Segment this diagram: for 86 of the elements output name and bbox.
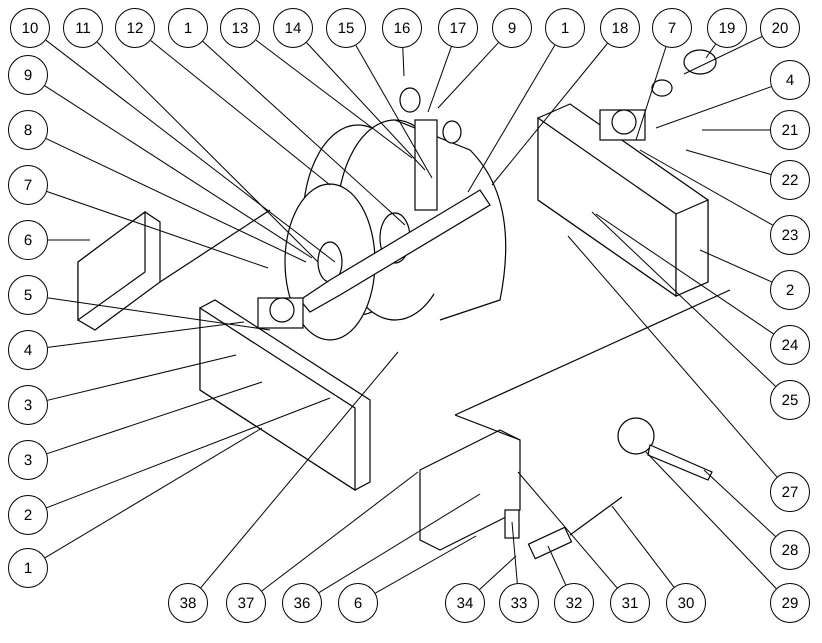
callout-number: 1 (545, 8, 585, 48)
callout-number: 16 (382, 8, 422, 48)
leader-line (468, 44, 556, 192)
callout-number: 24 (770, 325, 810, 365)
leader-line (46, 354, 236, 401)
callout-number: 11 (63, 8, 103, 48)
leader-line (706, 44, 716, 58)
callout-number: 1 (168, 8, 208, 48)
leader-line (96, 42, 318, 262)
callout-number: 30 (666, 583, 706, 623)
leader-line (656, 86, 772, 128)
leader-line (46, 398, 330, 508)
leader-line (402, 48, 404, 76)
callout-number: 22 (770, 160, 810, 200)
leader-line (261, 472, 418, 592)
callout-number: 6 (8, 220, 48, 260)
leader-line (318, 494, 480, 594)
leader-line (45, 40, 336, 262)
leader-line (355, 44, 432, 178)
leader-line (200, 352, 398, 588)
callout-number: 8 (8, 110, 48, 150)
leader-line (47, 322, 244, 348)
leader-line (512, 522, 518, 584)
callout-number: 1 (8, 548, 48, 588)
callout-number: 2 (770, 270, 810, 310)
leader-line (46, 138, 306, 262)
callout-number: 19 (707, 8, 747, 48)
callout-number: 3 (8, 440, 48, 480)
callout-number: 10 (10, 8, 50, 48)
leader-line (306, 42, 426, 170)
callout-number: 12 (115, 8, 155, 48)
callout-number: 37 (226, 583, 266, 623)
callout-number: 29 (770, 583, 810, 623)
leader-line (428, 46, 452, 112)
callout-number: 28 (770, 530, 810, 570)
leader-line (479, 556, 516, 590)
leader-line (640, 150, 774, 226)
callout-number: 23 (770, 215, 810, 255)
callout-number: 3 (8, 385, 48, 425)
leader-line (700, 250, 772, 282)
callout-number: 13 (220, 8, 260, 48)
leader-line (46, 191, 268, 268)
leader-line (202, 40, 406, 226)
callout-number: 21 (770, 110, 810, 150)
leader-line (492, 43, 608, 186)
leader-line (150, 40, 330, 186)
leader-line (518, 472, 618, 588)
leader-line (374, 536, 476, 594)
callout-number: 5 (8, 275, 48, 315)
callout-number: 9 (492, 8, 532, 48)
callout-number: 15 (326, 8, 366, 48)
leader-line (646, 452, 777, 589)
leader-line (47, 297, 270, 330)
callout-number: 2 (8, 495, 48, 535)
callout-number: 34 (445, 583, 485, 623)
callout-number: 4 (770, 60, 810, 100)
callout-number: 9 (8, 55, 48, 95)
leader-line (684, 36, 762, 74)
leader-line (568, 236, 778, 478)
leader-line (596, 214, 774, 334)
callout-number: 18 (600, 8, 640, 48)
callout-number: 17 (438, 8, 478, 48)
leader-line (612, 506, 674, 588)
callout-number: 33 (499, 583, 539, 623)
leader-line (686, 150, 772, 175)
leader-line (704, 470, 776, 537)
callout-number: 14 (273, 8, 313, 48)
leader-line (46, 382, 262, 454)
callout-number: 25 (770, 380, 810, 420)
leader-line (636, 46, 666, 140)
callout-number: 31 (610, 583, 650, 623)
leader-line (592, 212, 776, 387)
leader-line (256, 40, 412, 158)
callout-number: 38 (168, 583, 208, 623)
leader-line (44, 428, 262, 558)
callout-number: 7 (652, 8, 692, 48)
callout-number: 7 (8, 165, 48, 205)
leader-line (548, 546, 566, 586)
callout-number: 20 (760, 8, 800, 48)
callout-number: 32 (554, 583, 594, 623)
callout-number: 4 (8, 330, 48, 370)
callout-number: 6 (338, 583, 378, 623)
leader-line (44, 85, 312, 258)
callout-number: 27 (770, 472, 810, 512)
leader-line (438, 42, 499, 108)
callout-number: 36 (282, 583, 322, 623)
